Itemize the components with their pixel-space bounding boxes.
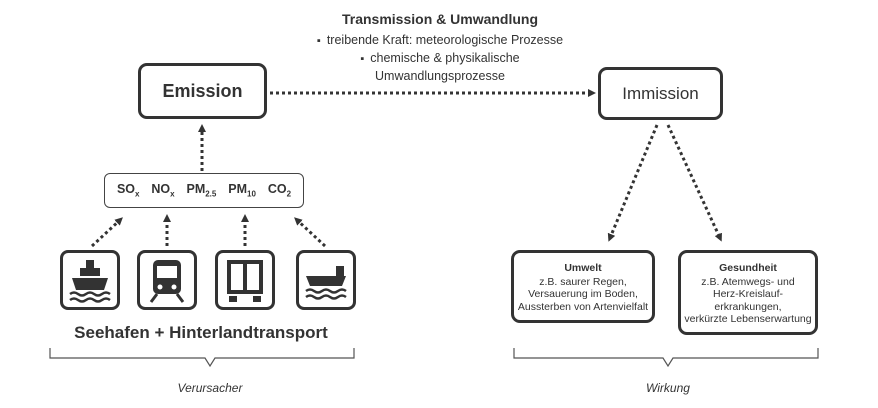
brace-wirkung <box>513 348 819 368</box>
umwelt-line: z.B. saurer Regen, <box>539 275 627 288</box>
brace-verursacher <box>49 348 355 368</box>
transmission-title: Transmission & Umwandlung <box>341 11 539 27</box>
umwelt-line: Versauerung im Boden, <box>528 288 638 300</box>
arrow-immission-to-umwelt <box>607 124 659 242</box>
umwelt-line: Aussterben von Artenvielfalt <box>517 300 649 313</box>
gesundheit-title: Gesundheit <box>719 262 777 274</box>
gesundheit-line: verkürzte Lebenserwartung <box>684 313 812 325</box>
barge-icon <box>296 250 356 310</box>
bullet-conversion-cont: Umwandlungsprozesse <box>375 69 505 83</box>
gesundheit-box: Gesundheit z.B. Atemwegs- und Herz-Kreis… <box>678 250 818 335</box>
pollutant-sox: SOx <box>116 182 140 199</box>
emission-box: Emission <box>138 63 267 119</box>
pollutant-nox: NOx <box>151 182 175 199</box>
caption-wirkung: Wirkung <box>646 381 690 395</box>
bullet-meteorology: treibende Kraft: meteorologische Prozess… <box>280 32 600 50</box>
sources-title: Seehafen + Hinterlandtransport <box>74 323 328 342</box>
pollutant-pm10: PM10 <box>228 182 256 199</box>
truck-icon <box>215 250 275 310</box>
gesundheit-line: erkrankungen, <box>714 300 782 313</box>
pollutant-pm25: PM2.5 <box>186 182 217 199</box>
arrow-immission-to-gesundheit <box>666 124 722 242</box>
umwelt-title: Umwelt <box>564 262 602 274</box>
bullet-conversion: chemische & physikalische <box>280 50 600 68</box>
train-icon <box>137 250 197 310</box>
immission-box: Immission <box>598 67 723 120</box>
pollutant-co2: CO2 <box>267 182 292 199</box>
umwelt-box: Umwelt z.B. saurer Regen, Versauerung im… <box>511 250 655 323</box>
transmission-bullets: treibende Kraft: meteorologische Prozess… <box>280 32 600 85</box>
gesundheit-line: Herz-Kreislauf- <box>712 288 783 300</box>
ship-icon <box>60 250 120 310</box>
arrow-ship-to-pollutants <box>90 217 123 248</box>
gesundheit-line: z.B. Atemwegs- und <box>701 275 795 288</box>
pollutants-box: SOx NOx PM2.5 PM10 CO2 <box>104 173 304 208</box>
arrow-barge-to-pollutants <box>294 217 327 248</box>
caption-verursacher: Verursacher <box>177 381 243 395</box>
